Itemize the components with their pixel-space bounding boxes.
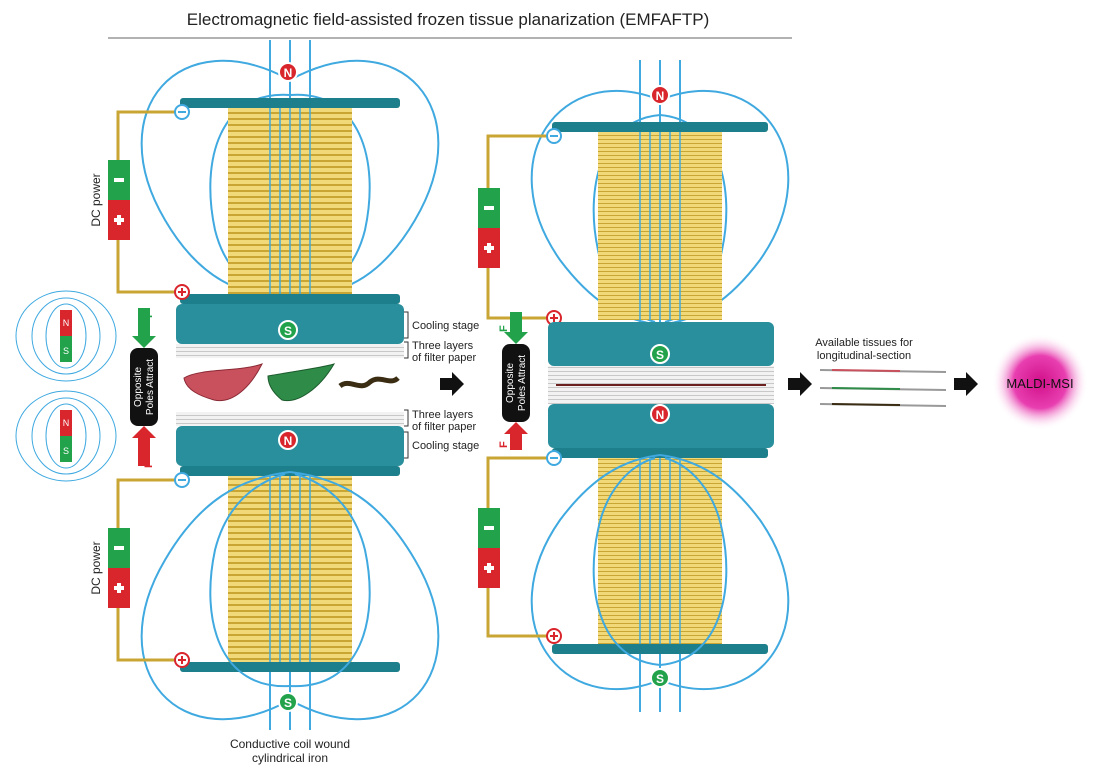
right-top-coil-plate [552,122,768,132]
right-battery-icon-bottom [478,508,500,588]
filter-paper-label-top: of filter paper [412,352,477,364]
tissue-strips-icon [819,369,947,407]
available-tissues-line1: Available tissues for [815,337,913,349]
bottom-coil-base [180,466,400,476]
top-coil-base [180,294,400,304]
bar-magnet-s-2: S [63,446,69,456]
right-south-pole-marker-bottom [650,668,670,688]
field-lines-bottom-left [140,471,440,730]
coil-caption-line1: Conductive coil wound [230,737,350,751]
south-pole-marker-bottom [278,692,298,712]
cooling-stage-label-bottom: Cooling stage [412,440,479,452]
cooling-stage-label-top: Cooling stage [412,320,479,332]
bottom-coil-plate [180,662,400,672]
process-arrow-2 [788,372,812,396]
right-bottom-coil-plate [552,644,768,654]
top-wire [116,110,180,294]
bar-magnet-s-1: S [63,346,69,356]
bottom-wire [116,478,180,662]
battery-icon [108,160,130,240]
filter-paper-top [176,344,404,358]
right-panel: N S N Opposite Poles Attract [478,60,790,712]
right-opposite-poles-box [502,344,530,422]
battery-icon-bottom [108,528,130,608]
right-south-pole-marker [650,344,670,364]
right-opposite-label-1: Opposite [505,363,516,403]
north-pole-marker [278,62,298,82]
south-pole-marker [278,320,298,340]
right-top-wire [486,134,552,320]
bar-magnet-n-2: N [63,418,70,428]
tissue-brown [338,375,400,389]
available-tissues-line2: longitudinal-section [817,350,911,362]
filter-paper-bottom [176,412,404,426]
north-pole-label: N [284,66,293,80]
tissue-green [267,363,336,402]
process-arrow-1 [440,372,464,396]
left-panel: N DC power S N Cooling stage [89,40,479,765]
south-pole-label: S [284,324,292,338]
right-north-pole-marker-stage [650,404,670,424]
opposite-label-1: Opposite [133,367,144,407]
dc-power-label-bottom: DC power [89,541,103,594]
dc-power-label-top: DC power [89,173,103,226]
right-south-pole-label-bottom: S [656,672,664,686]
stage-labels-left: Cooling stage Three layers of filter pap… [404,311,479,459]
force-arrow-up [132,426,156,466]
top-coil-plate [180,98,400,108]
right-cooling-stage-bottom [548,404,774,448]
right-bottom-coil-base [552,448,768,458]
opposite-poles-box [130,348,158,426]
three-layers-label-top: Three layers [412,340,474,352]
right-opposite-label-2: Poles Attract [517,355,528,411]
right-force-label-bottom: F [498,441,510,448]
south-pole-label-bottom: S [284,696,292,710]
maldi-msi-label: MALDI-MSI [1006,376,1073,391]
three-layers-label-bottom: Three layers [412,409,474,421]
opposite-label-2: Poles Attract [145,359,156,415]
force-label-bottom: F [143,461,155,468]
bar-magnet-n-1: N [63,318,70,328]
process-arrow-3 [954,372,978,396]
force-arrow-down [132,308,156,348]
force-label-top: F [143,311,155,318]
coil-caption-line2: cylindrical iron [252,751,328,765]
right-cooling-stage-top [548,322,774,366]
bar-magnets-illustration: N S N S [15,290,117,482]
filter-paper-label-bottom: of filter paper [412,421,477,433]
right-force-arrow-down [504,312,528,344]
diagram-title: Electromagnetic field-assisted frozen ti… [187,10,709,29]
right-south-pole-label: S [656,348,664,362]
right-bottom-wire [486,456,552,638]
right-force-label-top: F [498,325,510,332]
north-pole-marker-right [650,85,670,105]
north-pole-label-right: N [656,89,665,103]
right-north-pole-label-stage: N [656,408,665,422]
north-pole-marker-stage [278,430,298,450]
tissue-red [183,363,264,402]
right-force-arrow-up [504,422,528,450]
maldi-msi-glow [992,334,1088,430]
right-battery-icon [478,188,500,268]
north-pole-label-stage: N [284,434,293,448]
